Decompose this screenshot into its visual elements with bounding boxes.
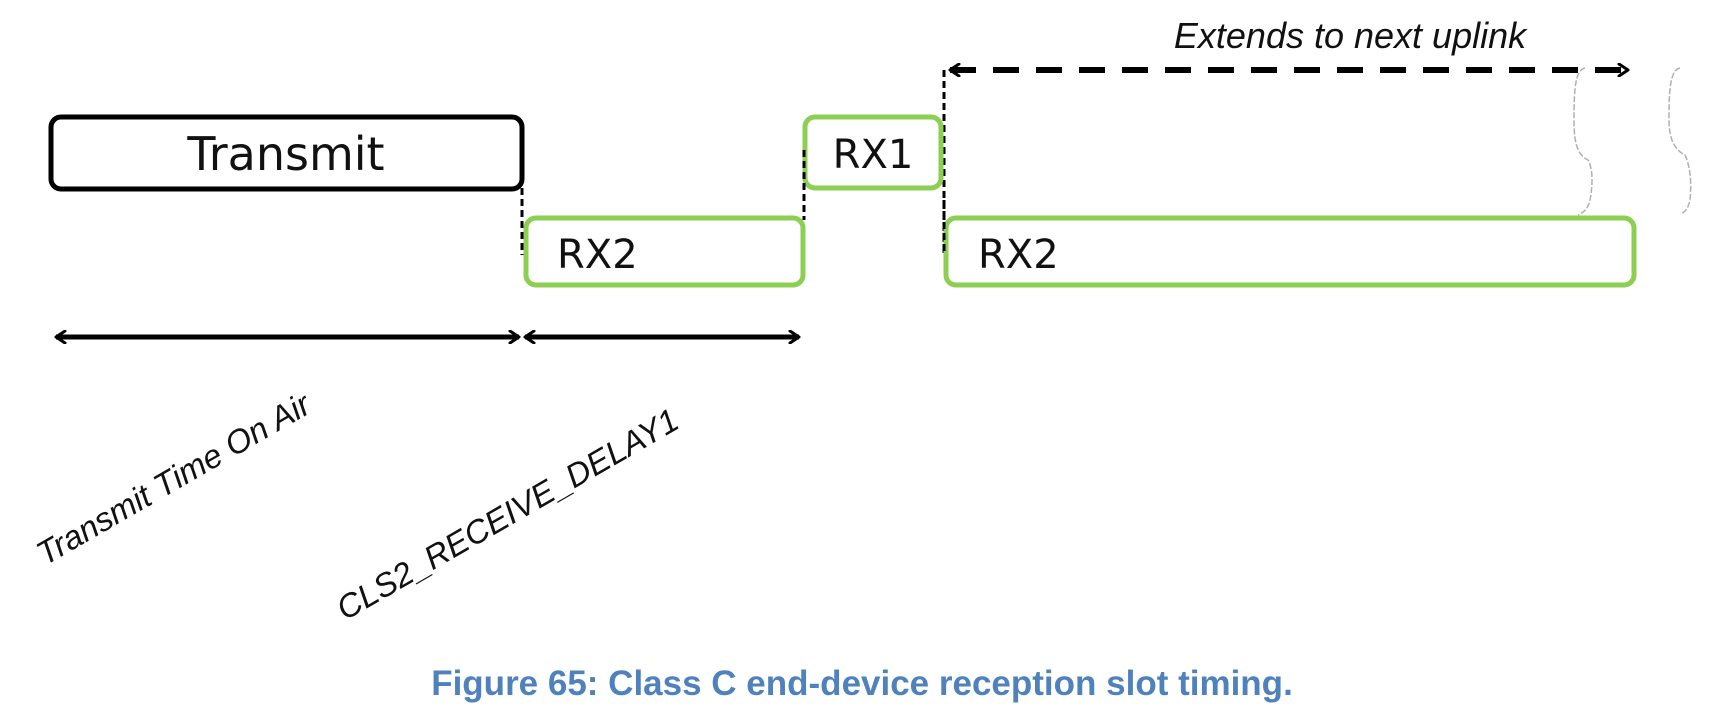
- extension-arrow: Extends to next uplink: [950, 15, 1628, 70]
- rx2-continuous-slot-box: [943, 215, 1637, 288]
- continuation-brace-left-icon: [1573, 67, 1593, 216]
- transmit-slot-label: Transmit: [186, 127, 384, 181]
- rx2-first-slot-box: [523, 215, 806, 288]
- rx2-continuous-slot: RX2: [943, 215, 1637, 288]
- figure-caption: Figure 65: Class C end-device reception …: [431, 664, 1293, 703]
- rx2-first-slot: RX2: [523, 215, 806, 288]
- rx2-first-slot-label: RX2: [557, 232, 638, 278]
- rx1-slot-label: RX1: [833, 132, 914, 178]
- continuation-brace-right-icon: [1668, 67, 1692, 215]
- transmit-slot-box: [48, 114, 525, 192]
- time-on-air-label: Transmit Time On Air: [30, 384, 318, 572]
- extension-label: Extends to next uplink: [1174, 15, 1528, 56]
- transmit-slot: Transmit: [48, 114, 525, 192]
- rx1-slot: RX1: [802, 114, 944, 191]
- receive-delay-label: CLS2_RECEIVE_DELAY1: [330, 401, 685, 627]
- rx2-continuous-slot-label: RX2: [978, 232, 1059, 278]
